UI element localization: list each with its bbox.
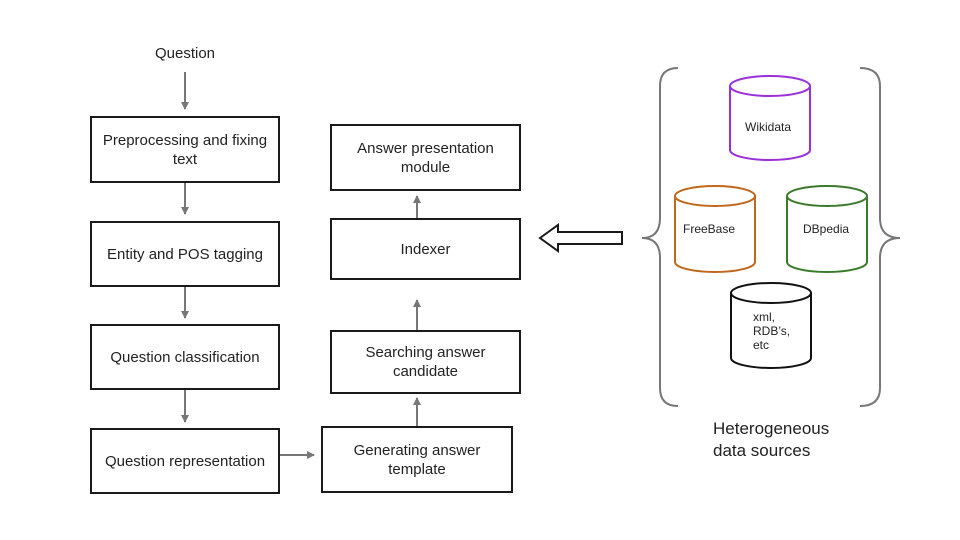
question-label: Question [154,45,216,62]
freebase-cylinder [674,185,756,273]
searching-box: Searching answer candidate [330,330,521,394]
dbpedia-label: DBpedia [803,222,850,236]
dbpedia-cylinder [786,185,868,273]
representation-box: Question representation [90,428,280,494]
freebase-label: FreeBase [683,222,736,236]
wikidata-cylinder [729,75,811,161]
xml-rdb-cylinder [730,282,812,369]
generating-box: Generating answer template [321,426,513,493]
right-curly-brace [859,67,901,407]
sources-caption: Heterogeneous data sources [713,419,830,460]
xml-rdb-label: xml, RDB’s, etc [753,310,791,352]
preprocessing-box: Preprocessing and fixing text [90,116,280,183]
left-curly-brace [641,67,679,407]
presentation-box: Answer presentation module [330,124,521,191]
sources-to-indexer-arrow [538,223,623,253]
entity-pos-box: Entity and POS tagging [90,221,280,287]
classification-box: Question classification [90,324,280,390]
wikidata-label: Wikidata [745,120,792,134]
indexer-box: Indexer [330,218,521,280]
